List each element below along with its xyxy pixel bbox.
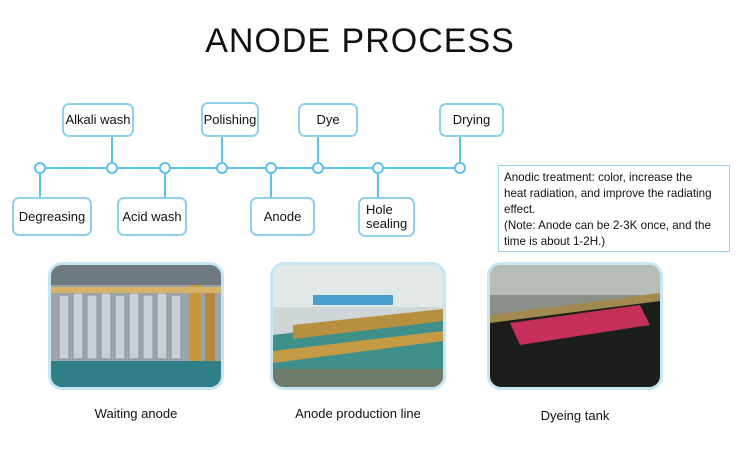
step-alkali-wash: Alkali wash bbox=[62, 103, 134, 137]
photo-anode-production-line bbox=[270, 262, 446, 390]
caption-waiting-anode: Waiting anode bbox=[94, 406, 178, 421]
timeline-node bbox=[216, 162, 228, 174]
timeline-node bbox=[372, 162, 384, 174]
note-box: Anodic treatment: color, increase the he… bbox=[498, 165, 730, 252]
step-dye: Dye bbox=[298, 103, 358, 137]
timeline-node bbox=[34, 162, 46, 174]
step-degreasing: Degreasing bbox=[12, 197, 92, 236]
note-line: time is about 1-2H.) bbox=[504, 235, 606, 248]
timeline-node bbox=[159, 162, 171, 174]
process-timeline bbox=[34, 137, 466, 197]
step-acid-wash: Acid wash bbox=[117, 197, 187, 236]
photo-dyeing-tank bbox=[487, 262, 663, 390]
note-line: effect. bbox=[504, 203, 536, 216]
step-drying: Drying bbox=[439, 103, 504, 137]
photo-waiting-anode bbox=[48, 262, 224, 390]
page-title: ANODE PROCESS bbox=[205, 22, 515, 60]
caption-dyeing-tank: Dyeing tank bbox=[540, 408, 610, 423]
step-anode: Anode bbox=[250, 197, 315, 236]
caption-anode-production-line: Anode production line bbox=[295, 406, 421, 421]
step-polishing: Polishing bbox=[201, 102, 259, 137]
timeline-node bbox=[454, 162, 466, 174]
timeline-node bbox=[106, 162, 118, 174]
note-line: heat radiation, and improve the radiatin… bbox=[504, 187, 712, 200]
step-hole-sealing: Hole sealing bbox=[358, 197, 415, 237]
timeline-node bbox=[265, 162, 277, 174]
note-line: Anodic treatment: color, increase the bbox=[504, 171, 693, 184]
note-line: (Note: Anode can be 2-3K once, and the bbox=[504, 219, 711, 232]
timeline-node bbox=[312, 162, 324, 174]
